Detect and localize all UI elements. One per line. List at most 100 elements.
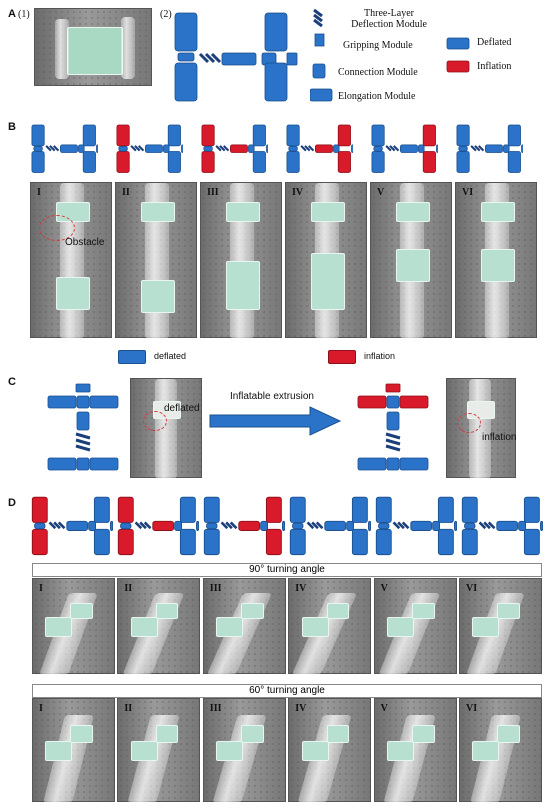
- left-top-module: [201, 124, 215, 147]
- gripping-module: [436, 144, 439, 153]
- left-top-module: [371, 124, 385, 147]
- gripping-module: [521, 144, 524, 153]
- bottom-right-module: [89, 457, 119, 471]
- left-connector: [203, 145, 213, 152]
- right-connector: [418, 144, 425, 153]
- schematic-c-deflated: [47, 383, 119, 471]
- bottom-center-module: [76, 457, 90, 471]
- photo-label: V: [380, 703, 388, 714]
- photo-c-deflated: [130, 378, 202, 479]
- left-connector: [373, 145, 383, 152]
- experiment-photo: III: [202, 578, 286, 675]
- experiment-photo: II: [115, 182, 197, 339]
- right-connector: [174, 520, 183, 531]
- photo-label: VI: [466, 583, 478, 594]
- center-elongation-module: [230, 144, 248, 153]
- experiment-photo: III: [202, 698, 286, 803]
- module-schematic: [201, 124, 269, 173]
- right-connector: [248, 144, 255, 153]
- deflection-module: [478, 521, 496, 530]
- left-connector: [118, 145, 128, 152]
- left-connector: [292, 522, 304, 530]
- legend-a-icons: [310, 8, 333, 102]
- panel-label-a: A: [8, 8, 16, 20]
- obstacle-label: Obstacle: [65, 237, 105, 248]
- deflection-module: [45, 145, 60, 152]
- deflection-module: [470, 145, 485, 152]
- center-elongation-module: [400, 144, 418, 153]
- left-bottom-module: [31, 151, 45, 173]
- left-top-module: [117, 496, 134, 523]
- photo-label: VI: [462, 187, 474, 198]
- experiment-photo: IV: [285, 182, 367, 339]
- deflated-swatch: [446, 37, 470, 50]
- mid-connector: [386, 411, 400, 431]
- legend-deflated: Deflated: [477, 37, 512, 48]
- legend-b-inflation-swatch: [328, 350, 356, 364]
- right-top-module: [422, 124, 436, 147]
- left-bottom-module: [116, 151, 130, 173]
- deflection-module: [198, 52, 222, 64]
- right-connector: [163, 144, 170, 153]
- left-bottom-module: [31, 528, 48, 556]
- experiment-photo: IV: [288, 578, 372, 675]
- gripping-module: [282, 520, 285, 531]
- experiment-photo: V: [370, 182, 452, 339]
- bottom-left-module: [47, 457, 77, 471]
- photo-label: I: [37, 187, 41, 198]
- left-bottom-module: [203, 528, 220, 556]
- left-top-module: [31, 496, 48, 523]
- right-bottom-module: [252, 151, 266, 173]
- deflection-module: [220, 521, 238, 530]
- module-schematic: [203, 496, 285, 556]
- photo-label: III: [209, 583, 222, 594]
- right-bottom-module: [179, 528, 196, 556]
- experiment-photo: I: [32, 698, 115, 803]
- legend-gripping: Gripping Module: [343, 40, 413, 51]
- right-bottom-module: [264, 62, 288, 102]
- right-bottom-module: [437, 528, 454, 556]
- label-c-deflated: deflated: [164, 403, 200, 414]
- center-elongation-module: [152, 520, 174, 531]
- right-connector: [432, 520, 441, 531]
- right-bottom-module: [93, 528, 110, 556]
- mid-connector: [76, 411, 90, 431]
- top-left-module: [47, 395, 77, 409]
- gripping-module: [266, 144, 269, 153]
- left-top-module: [286, 124, 300, 147]
- left-top-module: [174, 12, 198, 52]
- module-schematic: [461, 496, 543, 556]
- left-top-module: [203, 496, 220, 523]
- photo-label: I: [39, 703, 43, 714]
- module-schematic: [116, 124, 184, 173]
- left-top-module: [116, 124, 130, 147]
- right-bottom-module: [167, 151, 181, 173]
- gripping-module: [385, 383, 401, 393]
- left-connector: [33, 145, 43, 152]
- panel-label-b: B: [8, 121, 16, 133]
- module-schematic: [286, 124, 354, 173]
- photo-label: VI: [466, 703, 478, 714]
- module-schematic: [117, 496, 199, 556]
- center-elongation-module: [238, 520, 260, 531]
- legend-inflation: Inflation: [477, 61, 512, 72]
- experiment-photo: VI: [459, 578, 542, 675]
- experiment-photo: V: [373, 578, 457, 675]
- right-connector: [503, 144, 510, 153]
- schematic-c-inflation: [357, 383, 429, 471]
- module-schematic-a2: [174, 12, 298, 102]
- photo-label: IV: [295, 703, 307, 714]
- right-connector: [88, 520, 97, 531]
- band-90-degree: 90° turning angle: [32, 563, 542, 577]
- legend-state-swatches: [446, 37, 470, 73]
- right-top-module: [523, 496, 540, 523]
- center-elongation-module: [315, 144, 333, 153]
- right-bottom-module: [422, 151, 436, 173]
- panel-label-d: D: [8, 497, 16, 509]
- left-connector: [458, 145, 468, 152]
- photo-label: III: [207, 187, 219, 198]
- gripping-module: [368, 520, 371, 531]
- photo-label: IV: [295, 583, 307, 594]
- photo-label: V: [377, 187, 385, 198]
